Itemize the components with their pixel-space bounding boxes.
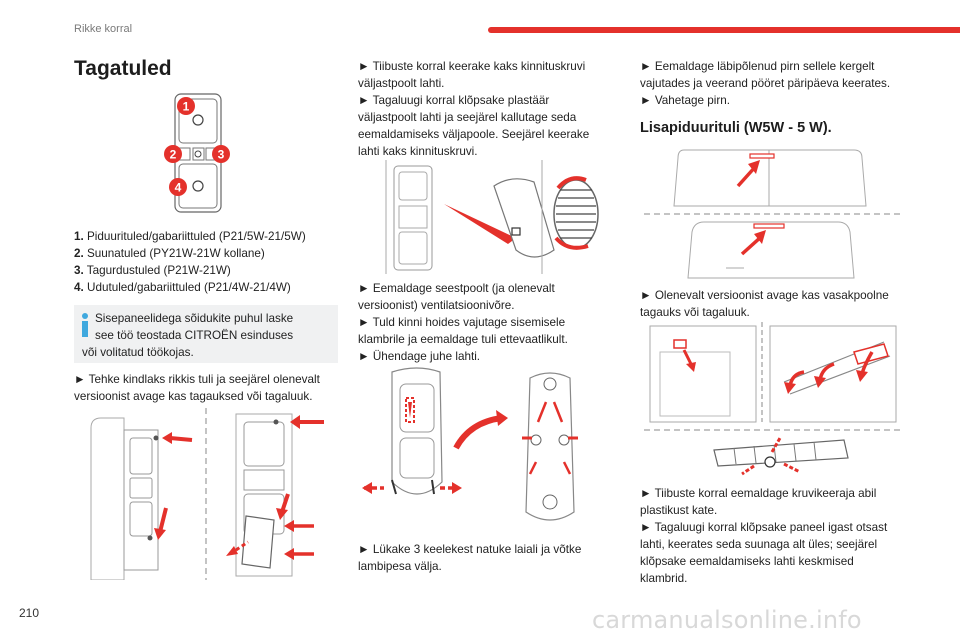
section-title: Tagatuled [74, 57, 172, 80]
rear-door-illustration [90, 408, 324, 580]
list-item: 1. Piduurituled/gabariittuled (P21/5W-21… [74, 230, 306, 243]
list-item: 2. Suunatuled (PY21W-21W kollane) [74, 247, 265, 260]
list-item: 4. Udutuled/gabariittuled (P21/4W-21/4W) [74, 281, 291, 294]
info-icon [82, 313, 88, 337]
col2-paragraph-2: ► Eemaldage seestpoolt (ja olenevalt ver… [358, 282, 568, 363]
rear-lamp-diagram: 1 2 3 4 [164, 93, 230, 213]
col3-paragraph-1: ► Eemaldage läbipõlenud pirn sellele ker… [640, 60, 891, 107]
lamp-removal-illustration [385, 160, 599, 274]
brake-light-access-illustration [644, 322, 902, 476]
third-brake-light-location [644, 149, 902, 279]
lamp-list: 1. Piduurituled/gabariittuled (P21/5W-21… [74, 228, 306, 296]
svg-text:1: 1 [183, 100, 190, 114]
col1-paragraph: ► Tehke kindlaks rikkis tuli ja seejärel… [74, 373, 320, 403]
svg-text:3: 3 [218, 148, 225, 162]
col3-paragraph-3: ► Tiibuste korral eemaldage kruvikeeraja… [640, 487, 888, 585]
col2-paragraph-3: ► Lükake 3 keelekest natuke laiali ja võ… [358, 543, 582, 573]
svg-text:2: 2 [170, 148, 177, 162]
callout-3: 3 [212, 145, 230, 163]
col2-paragraph-1: ► Tiibuste korral keerake kaks kinnitusk… [358, 60, 590, 158]
subsection-title: Lisapiduurituli (W5W - 5 W). [640, 120, 832, 136]
callout-2: 2 [164, 145, 182, 163]
watermark: carmanualsonline.info [592, 606, 862, 634]
svg-text:4: 4 [175, 181, 182, 195]
section-header: Rikke korral [74, 23, 133, 35]
page-number: 210 [19, 606, 40, 620]
header-accent-bar [488, 27, 960, 33]
bulb-holder-illustration [362, 367, 578, 521]
callout-4: 4 [169, 178, 187, 196]
list-item: 3. Tagurdustuled (P21W-21W) [74, 264, 231, 277]
info-box: Sisepaneelidega sõidukite puhul laske se… [74, 305, 338, 363]
col3-paragraph-2: ► Olenevalt versioonist avage kas vasakp… [640, 289, 889, 319]
callout-1: 1 [177, 97, 195, 115]
